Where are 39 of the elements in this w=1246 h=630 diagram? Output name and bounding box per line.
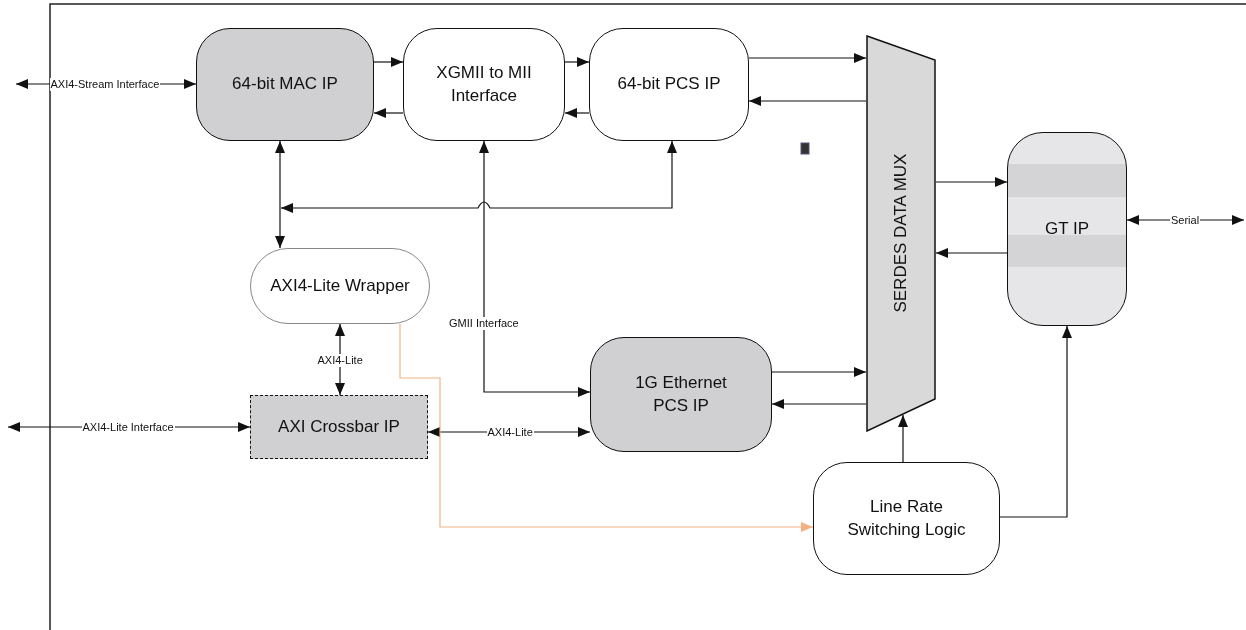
edge-label: GMII Interface <box>448 316 520 330</box>
arrow <box>399 323 814 532</box>
arrow <box>564 57 590 67</box>
arrow <box>564 108 590 118</box>
node-label: AXI4-Lite Wrapper <box>270 274 410 297</box>
edge-label: AXI4-Lite <box>486 425 534 439</box>
process-box <box>813 462 1000 575</box>
arrow <box>280 140 677 213</box>
arrow <box>373 57 404 67</box>
process-box <box>590 337 772 452</box>
arrow <box>275 140 285 249</box>
node-label: XGMII to MII Interface <box>435 62 533 107</box>
arrow <box>935 248 1008 258</box>
arrow <box>898 414 908 463</box>
edge-label: AXI4-Stream Interface <box>49 77 161 91</box>
edge-label: Serial <box>1170 213 1201 227</box>
node-label: AXI Crossbar IP <box>278 415 400 438</box>
process-box <box>196 28 374 141</box>
arrow <box>771 367 867 377</box>
arrow <box>999 325 1072 518</box>
arrow <box>479 140 591 397</box>
process-box <box>1007 132 1127 326</box>
arrow <box>373 108 404 118</box>
arrow <box>771 399 867 409</box>
arrow <box>748 53 867 63</box>
node-label: 64-bit PCS IP <box>617 73 721 96</box>
node-label: 64-bit MAC IP <box>232 73 338 96</box>
process-box <box>589 28 749 141</box>
node-label: 1G Ethernet PCS IP <box>634 372 728 417</box>
edge-label: AXI4-Lite <box>316 353 364 367</box>
dashed-box <box>250 395 428 459</box>
node-label: SERDES DATA MUX <box>889 154 911 313</box>
process-box <box>403 28 565 141</box>
node-label: Line Rate Switching Logic <box>846 496 967 541</box>
arrow <box>748 96 867 106</box>
mux-trapezoid <box>866 35 936 432</box>
node-label: GT IP <box>1044 217 1090 240</box>
arrow <box>935 177 1008 187</box>
edge-label: AXI4-Lite Interface <box>81 420 175 434</box>
